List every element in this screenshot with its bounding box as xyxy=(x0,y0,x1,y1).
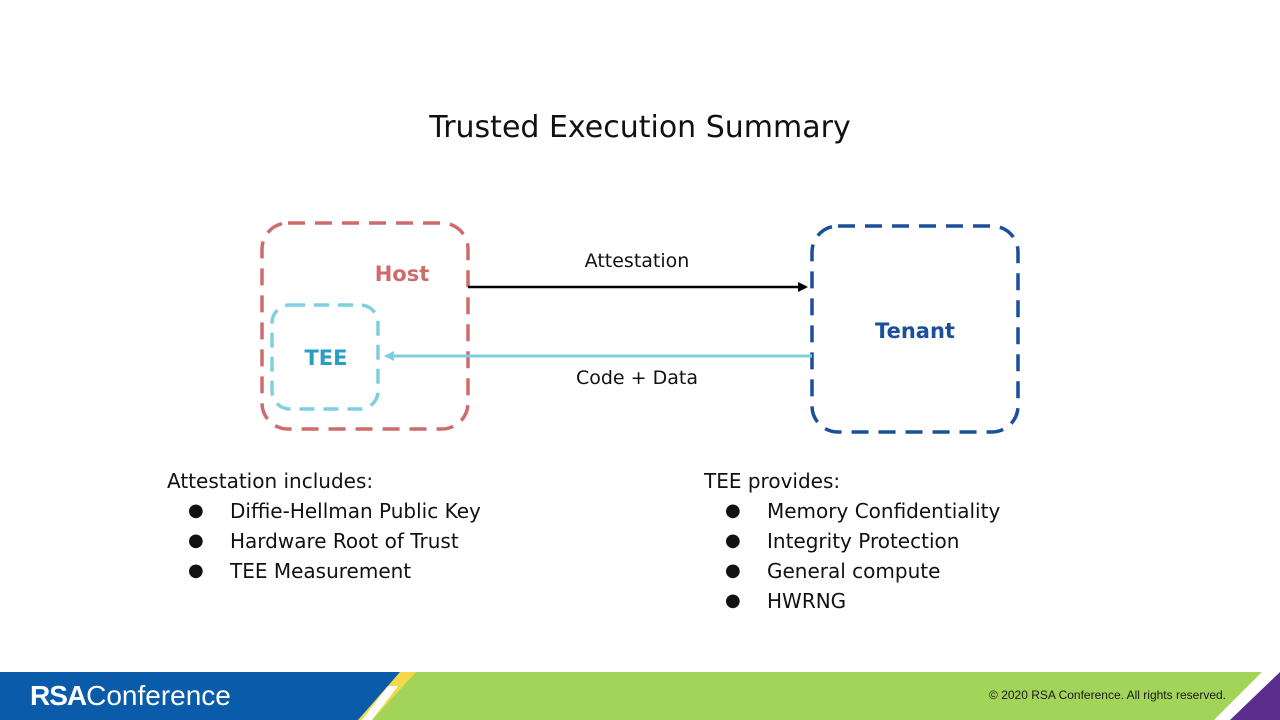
code-data-arrow-label: Code + Data xyxy=(576,367,698,389)
copyright-notice: © 2020 RSA Conference. All rights reserv… xyxy=(989,688,1226,702)
list-item: ●Diffie-Hellman Public Key xyxy=(167,496,481,526)
bullet-icon: ● xyxy=(725,560,741,581)
tee-label: TEE xyxy=(304,346,347,370)
list-item: ●TEE Measurement xyxy=(167,556,481,586)
footer-bar: RSAConference © 2020 RSA Conference. All… xyxy=(0,672,1280,720)
host-label: Host xyxy=(375,262,430,286)
bullet-icon: ● xyxy=(725,590,741,611)
rsa-conference-logo: RSAConference xyxy=(30,680,231,711)
host-box xyxy=(260,221,470,431)
list-item: ●HWRNG xyxy=(704,586,1000,616)
footer-background xyxy=(0,672,1280,720)
bullet-icon: ● xyxy=(188,500,204,521)
bullet-icon: ● xyxy=(725,530,741,551)
bullet-icon: ● xyxy=(188,560,204,581)
list-item: ●Memory Confidentiality xyxy=(704,496,1000,526)
list-item: ●Integrity Protection xyxy=(704,526,1000,556)
slide-title: Trusted Execution Summary xyxy=(429,110,851,145)
list-item: ●Hardware Root of Trust xyxy=(167,526,481,556)
tenant-label: Tenant xyxy=(875,319,955,343)
tee-box xyxy=(270,303,380,411)
attestation-includes-list: Attestation includes: ●Diffie-Hellman Pu… xyxy=(167,466,481,586)
bullet-icon: ● xyxy=(725,500,741,521)
list-item: ●General compute xyxy=(704,556,1000,586)
trusted-execution-diagram: Host TEE Tenant Attestation Code + Data xyxy=(260,221,1020,434)
tee-provides-list: TEE provides: ●Memory Confidentiality ●I… xyxy=(704,466,1000,616)
attestation-arrow-label: Attestation xyxy=(585,250,690,272)
tee-provides-heading: TEE provides: xyxy=(704,469,841,493)
attestation-includes-heading: Attestation includes: xyxy=(167,469,374,493)
tenant-box xyxy=(810,224,1020,434)
bullet-icon: ● xyxy=(188,530,204,551)
